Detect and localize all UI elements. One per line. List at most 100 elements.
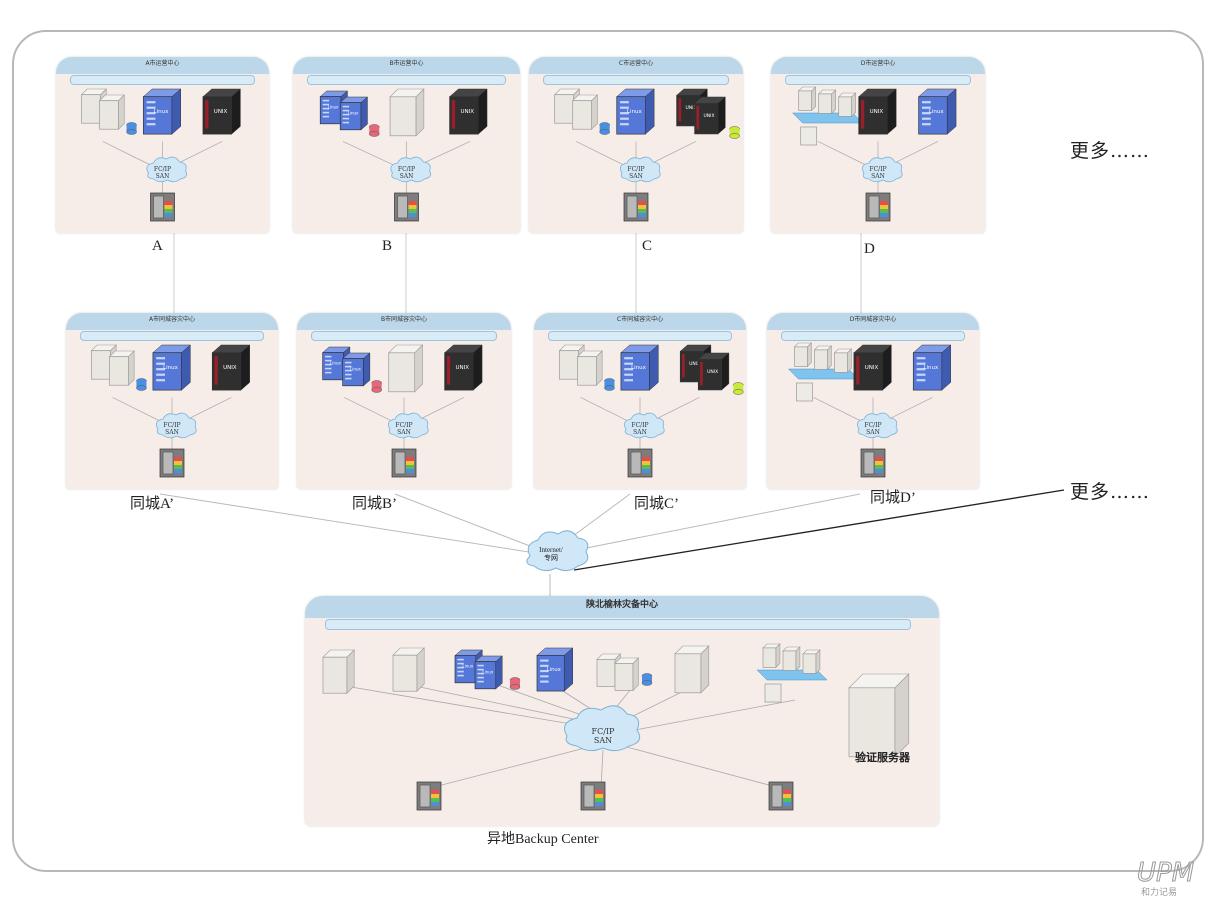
internet-label: Internet/ 专网 <box>535 546 567 562</box>
svg-text:FC/IP: FC/IP <box>154 166 171 173</box>
svg-text:Linux: Linux <box>482 670 493 675</box>
linux-server-icon: Linux <box>620 344 659 391</box>
storage-array-icon <box>391 448 417 478</box>
svg-text:Linux: Linux <box>923 365 939 371</box>
center-c-bar <box>543 75 729 85</box>
svg-text:UNIX: UNIX <box>689 361 700 367</box>
unix-server-icon: UNIX <box>853 344 892 391</box>
svg-text:SAN: SAN <box>165 429 179 436</box>
linux-server-icon: Linux <box>917 88 957 135</box>
upm-logo-icon: UPM 和力记易 <box>1137 858 1195 898</box>
svg-text:UNIX: UNIX <box>686 105 697 111</box>
svg-text:Linux: Linux <box>330 361 341 366</box>
svg-text:UPM: UPM <box>1137 858 1194 888</box>
windows-server-1-icon <box>322 649 355 694</box>
center-b-label: B <box>382 238 393 254</box>
backup-center-bar <box>325 619 911 630</box>
svg-text:UNIX: UNIX <box>704 113 715 119</box>
city-center-0-title: A市同城容灾中心 <box>66 313 278 330</box>
center-d-bar <box>785 75 971 85</box>
svg-text:FC/IP: FC/IP <box>864 422 881 429</box>
win-db-server-icon <box>553 88 610 135</box>
storage-array-icon <box>159 448 185 478</box>
win-db-server-icon <box>558 344 615 391</box>
svg-text:UNIX: UNIX <box>214 109 228 115</box>
linux-server-icon: Linux <box>912 344 952 391</box>
center-d-label: D <box>864 241 875 257</box>
virt-server-icon <box>787 342 860 402</box>
logo-text: 和力记易 <box>1141 886 1177 897</box>
svg-text:Linux: Linux <box>348 111 359 116</box>
storage-array-icon <box>150 192 175 222</box>
win-db-server-icon <box>80 88 137 135</box>
win-db-server-icon <box>90 344 147 391</box>
windows-server-2-icon <box>392 647 425 692</box>
center-b-bar <box>307 75 506 85</box>
city-center-0-label: 同城A’ <box>130 496 175 512</box>
svg-text:Linux: Linux <box>627 109 643 115</box>
svg-text:FC/IP: FC/IP <box>163 422 180 429</box>
center-d-title: D市运营中心 <box>771 57 985 74</box>
more-label-top: 更多…… <box>1070 140 1151 162</box>
svg-text:SAN: SAN <box>629 173 643 180</box>
city-center-3-label: 同城D’ <box>870 490 916 506</box>
unix-server-icon: UNIX <box>211 344 251 391</box>
svg-text:FC/IP: FC/IP <box>627 166 644 173</box>
san-cloud-icon: FC/IP SAN <box>564 705 641 752</box>
internet-label-line1: Internet/ <box>539 546 563 554</box>
center-a-title: A市运营中心 <box>56 57 269 74</box>
svg-text:SAN: SAN <box>871 173 885 180</box>
svg-text:FC/IP: FC/IP <box>631 422 648 429</box>
center-c-title: C市运营中心 <box>529 57 743 74</box>
windows-server-icon <box>388 344 424 393</box>
unix-server-icon: UNIX <box>202 88 242 135</box>
linux-server-icon: Linux <box>142 88 182 135</box>
svg-text:FC/IP: FC/IP <box>398 166 415 173</box>
center-a-bar <box>70 75 255 85</box>
svg-text:FC/IP: FC/IP <box>592 727 616 736</box>
storage-array-icon <box>865 192 891 222</box>
city-center-1-title: B市同城容灾中心 <box>297 313 511 330</box>
storage-array-1-icon <box>416 781 442 811</box>
unix-server-icon: UNIX <box>443 344 483 391</box>
svg-text:SAN: SAN <box>866 429 880 436</box>
city-center-1-bar <box>311 331 497 341</box>
backup-center-title: 陕北榆林灾备中心 <box>305 596 939 618</box>
storage-array-icon <box>860 448 886 478</box>
svg-text:SAN: SAN <box>156 173 170 180</box>
city-center-3-bar <box>781 331 965 341</box>
city-center-1-label: 同城B’ <box>352 496 398 512</box>
storage-array-3-icon <box>768 781 794 811</box>
center-c-label: C <box>642 238 653 254</box>
svg-text:Linux: Linux <box>547 667 561 673</box>
city-center-2-bar <box>548 331 732 341</box>
center-a-label: A <box>152 238 163 254</box>
svg-text:SAN: SAN <box>397 429 411 436</box>
unix-server-icon: UNIX <box>448 88 488 135</box>
linux-server-icon: Linux <box>152 344 191 391</box>
